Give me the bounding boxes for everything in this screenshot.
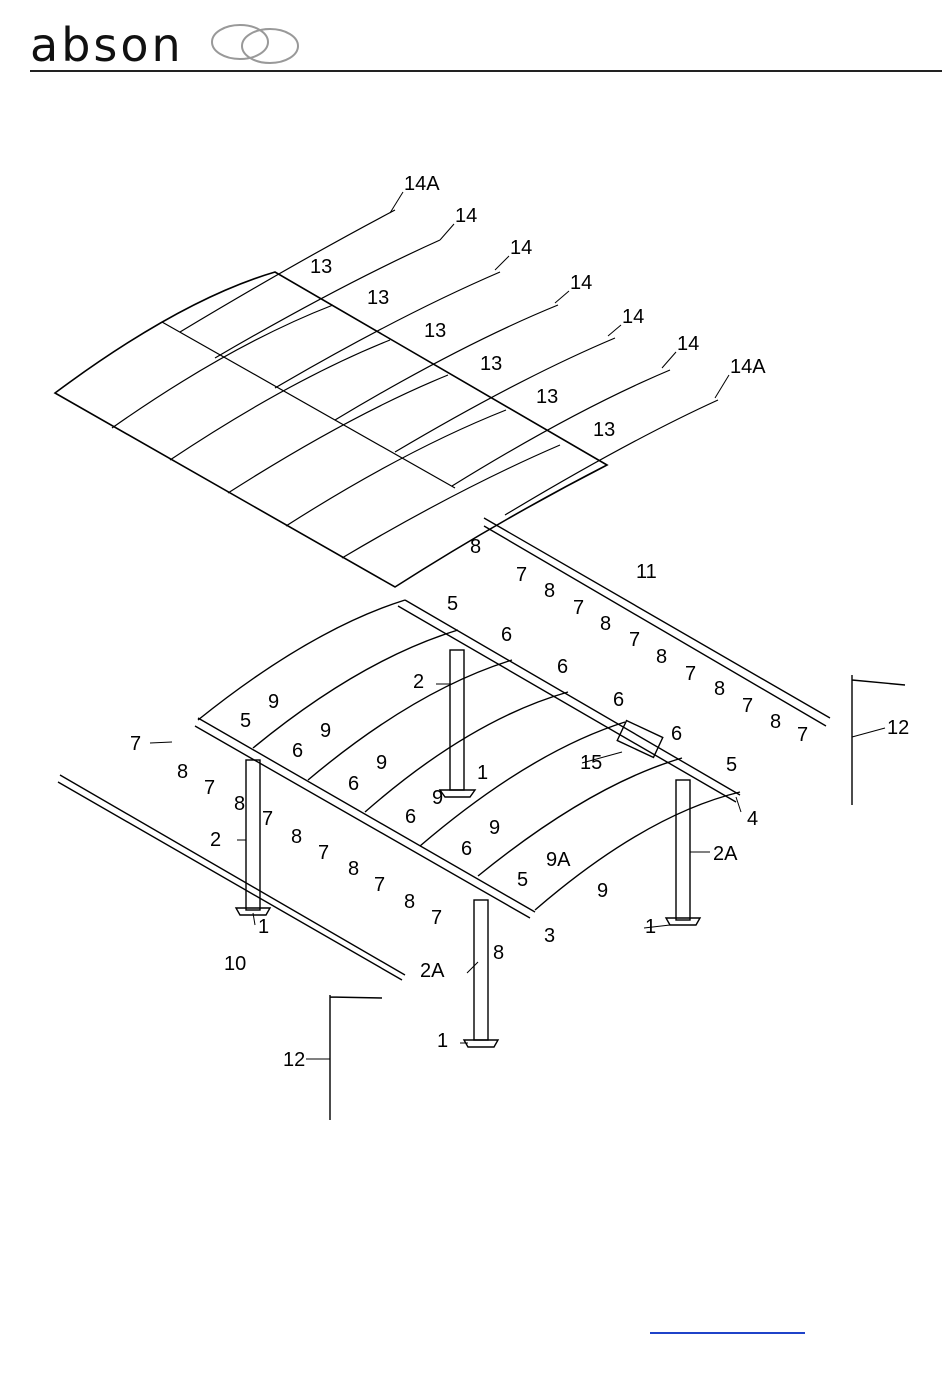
callout-13-2: 13: [367, 287, 389, 309]
callout-6-h: 6: [461, 838, 472, 860]
callout-13-4: 13: [480, 353, 502, 375]
callout-6-d: 6: [671, 723, 682, 745]
callout-5-c: 5: [726, 754, 737, 776]
callout-7-b: 7: [573, 597, 584, 619]
callout-3: 3: [544, 925, 555, 947]
callout-7-f: 7: [797, 724, 808, 746]
callout-6-e: 6: [292, 740, 303, 762]
callout-1-d: 1: [437, 1030, 448, 1052]
callout-14A-top: 14A: [404, 173, 440, 195]
callout-13-6: 13: [593, 419, 615, 441]
callout-9-d: 9: [432, 787, 443, 809]
callout-8-i: 8: [291, 826, 302, 848]
callout-9-f: 9: [597, 880, 608, 902]
callout-7-g: 7: [130, 733, 141, 755]
callout-5-d: 5: [517, 869, 528, 891]
callout-6-a: 6: [501, 624, 512, 646]
callout-6-c: 6: [613, 689, 624, 711]
callout-7-l: 7: [431, 907, 442, 929]
callout-5-a: 5: [447, 593, 458, 615]
callout-1-b: 1: [258, 916, 269, 938]
callout-7-e: 7: [742, 695, 753, 717]
callout-7-j: 7: [318, 842, 329, 864]
callout-1-a: 1: [477, 762, 488, 784]
callout-6-g: 6: [405, 806, 416, 828]
callout-7-i: 7: [262, 808, 273, 830]
callout-2-b: 2: [210, 829, 221, 851]
callout-2-a: 2: [413, 671, 424, 693]
callout-14A-bottom: 14A: [730, 356, 766, 378]
callout-5-b: 5: [240, 710, 251, 732]
footer-link[interactable]: [650, 1318, 805, 1334]
callout-14-1: 14: [455, 205, 477, 227]
callout-8-d: 8: [656, 646, 667, 668]
callout-7-h: 7: [204, 777, 215, 799]
callout-6-f: 6: [348, 773, 359, 795]
callout-2A-right: 2A: [713, 843, 738, 865]
callout-11: 11: [636, 561, 657, 583]
callout-8-l: 8: [493, 942, 504, 964]
callout-10: 10: [224, 953, 246, 975]
callout-14-3: 14: [570, 272, 592, 294]
callout-labels: 14A 14 14 14 14 14 14A 13 13 13 13 13 13…: [130, 173, 909, 1071]
callout-8-a: 8: [470, 536, 481, 558]
callout-8-e: 8: [714, 678, 725, 700]
callout-8-j: 8: [348, 858, 359, 880]
callout-8-f: 8: [770, 711, 781, 733]
callout-6-b: 6: [557, 656, 568, 678]
roof-panels: [55, 210, 718, 587]
callout-9-e: 9: [489, 817, 500, 839]
callout-9-b: 9: [320, 720, 331, 742]
callout-4: 4: [747, 808, 758, 830]
callout-8-b: 8: [544, 580, 555, 602]
callout-14-2: 14: [510, 237, 532, 259]
callout-12-right: 12: [887, 717, 909, 739]
callout-13-3: 13: [424, 320, 446, 342]
callout-8-h: 8: [234, 793, 245, 815]
callout-9-a: 9: [268, 691, 279, 713]
callout-8-c: 8: [600, 613, 611, 635]
carport-frame: [58, 518, 905, 1120]
callout-9-c: 9: [376, 752, 387, 774]
callout-12-left: 12: [283, 1049, 305, 1071]
callout-14-5: 14: [677, 333, 699, 355]
callout-2A-left: 2A: [420, 960, 445, 982]
callout-8-g: 8: [177, 761, 188, 783]
callout-8-k: 8: [404, 891, 415, 913]
callout-7-c: 7: [629, 629, 640, 651]
callout-13-5: 13: [536, 386, 558, 408]
callout-7-d: 7: [685, 663, 696, 685]
callout-13-1: 13: [310, 256, 332, 278]
callout-7-a: 7: [516, 564, 527, 586]
callout-9A: 9A: [546, 849, 571, 871]
callout-7-k: 7: [374, 874, 385, 896]
callout-14-4: 14: [622, 306, 644, 328]
